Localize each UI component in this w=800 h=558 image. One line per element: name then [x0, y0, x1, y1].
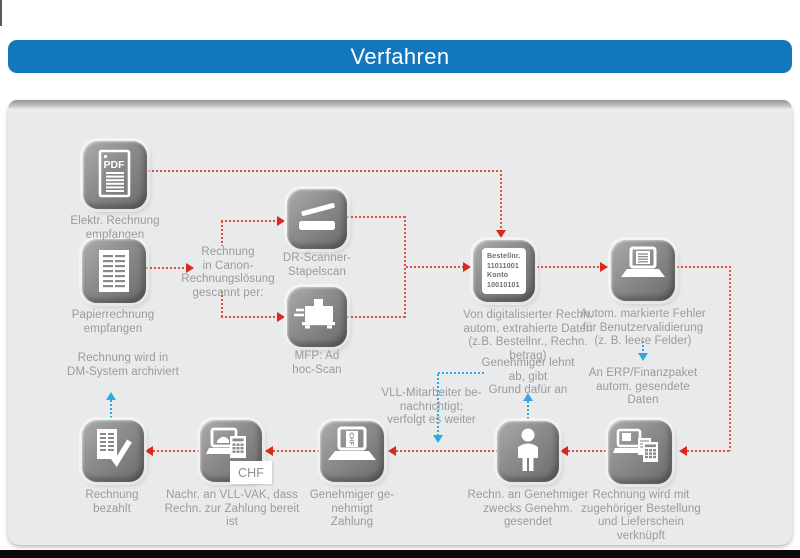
- node-tile-rechnung-bezahlt: [82, 420, 144, 482]
- arrowhead-up-icon: [106, 392, 116, 400]
- title-bar: Verfahren: [8, 40, 792, 73]
- dotted-segment: [568, 450, 608, 452]
- arrowhead-down-icon: [433, 435, 443, 443]
- label-nachricht-vll-vak: Nachr. an VLL-VAK, dass Rechn. zur Zahlu…: [164, 489, 300, 528]
- dotted-segment: [729, 266, 731, 451]
- dotted-segment: [221, 221, 223, 246]
- label-an-genehmiger: Rechn. an Genehmiger zwecks Genehm. gese…: [467, 489, 589, 528]
- dotted-segment: [438, 372, 486, 374]
- node-tile-mfp: [287, 287, 347, 347]
- dotted-segment: [527, 401, 529, 421]
- dotted-segment: [500, 170, 502, 231]
- label-papierrechnung: Papierrechnung empfangen: [71, 309, 155, 335]
- annotation-vll-mitarbeiter: VLL-Mitarbeiter be- nachrichtigt; verfol…: [381, 387, 482, 426]
- dotted-segment: [221, 316, 278, 318]
- dotted-segment: [406, 266, 464, 268]
- dotted-segment: [347, 316, 405, 318]
- dotted-segment: [110, 400, 112, 420]
- data-card-icon: Bestellnr. 11011001 Konto 10010101: [482, 248, 526, 294]
- dotted-segment: [146, 267, 187, 269]
- dotted-segment: [221, 291, 223, 317]
- node-tile-papierrechnung: [82, 239, 146, 303]
- arrowhead-right-icon: [277, 216, 285, 226]
- bottom-black-bar: [0, 550, 800, 558]
- label-verknuepfung: Rechnung wird mit zugehöriger Bestellung…: [581, 489, 701, 542]
- label-extrahierte-daten: Von digitalisierter Rechn. autom. extrah…: [463, 309, 593, 362]
- label-dr-scanner: DR-Scanner- Stapelscan: [282, 252, 352, 278]
- svg-text:CHF: CHF: [348, 432, 355, 445]
- left-edge-artifact: [0, 0, 2, 26]
- paper-invoice-icon: [99, 250, 129, 292]
- pdf-document-icon: PDF: [98, 149, 131, 198]
- laptop-linked-documents-icon: [613, 428, 658, 462]
- dotted-segment: [404, 216, 406, 318]
- arrowhead-right-icon: [186, 263, 194, 273]
- dotted-segment: [677, 266, 731, 268]
- dotted-segment: [273, 450, 320, 452]
- node-tile-elektr-rechnung: PDF: [83, 141, 147, 209]
- arrowhead-up-icon: [523, 393, 533, 401]
- node-tile-genehmigt-zahlung: CHF: [320, 421, 384, 482]
- node-tile-an-genehmiger: [497, 421, 559, 482]
- dotted-segment: [687, 450, 731, 452]
- node-tile-dr-scanner: [287, 189, 347, 249]
- label-mfp: MFP: Ad hoc-Scan: [292, 350, 342, 376]
- laptop-chf-icon: CHF: [328, 426, 376, 460]
- page-title: Verfahren: [350, 43, 450, 69]
- flatbed-scanner-icon: [299, 203, 335, 230]
- label-genehmigt-zahlung: Genehmiger ge- nehmigt Zahlung: [309, 489, 395, 528]
- dotted-segment: [396, 450, 497, 452]
- laptop-payment-icon: [206, 427, 246, 458]
- dotted-segment: [537, 266, 601, 268]
- dotted-segment: [347, 216, 405, 218]
- dotted-segment: [153, 450, 200, 452]
- dotted-segment: [437, 374, 439, 436]
- arrowhead-down-icon: [638, 353, 648, 361]
- annotation-scan-hint: Rechnung in Canon- Rechnungslösung gesca…: [181, 246, 275, 299]
- chf-currency-badge: CHF: [230, 461, 272, 484]
- arrowhead-left-icon: [145, 446, 153, 456]
- multifunction-printer-icon: [294, 299, 335, 329]
- dotted-segment: [642, 341, 644, 354]
- node-tile-extrahierte-daten: Bestellnr. 11011001 Konto 10010101: [473, 240, 535, 302]
- label-rechnung-bezahlt: Rechnung bezahlt: [85, 489, 139, 515]
- arrowhead-right-icon: [600, 262, 608, 272]
- chf-label: CHF: [238, 465, 264, 480]
- arrowhead-right-icon: [277, 312, 285, 322]
- label-markierte-fehler: Autom. markierte Fehler für Benutzervali…: [580, 308, 706, 347]
- invoice-check-icon: [97, 429, 132, 467]
- arrowhead-down-icon: [496, 230, 506, 238]
- card-line: Konto: [487, 272, 509, 279]
- arrowhead-left-icon: [679, 446, 687, 456]
- arrowhead-left-icon: [560, 446, 568, 456]
- arrowhead-left-icon: [265, 446, 273, 456]
- dotted-segment: [148, 170, 501, 172]
- annotation-erp-export: An ERP/Finanzpaket autom. gesendete Date…: [588, 367, 698, 406]
- arrowhead-right-icon: [463, 262, 471, 272]
- label-elektr-rechnung: Elektr. Rechnung empfangen: [70, 215, 160, 241]
- laptop-document-icon: [621, 246, 665, 277]
- card-line: 11011001: [487, 262, 519, 270]
- node-tile-markierte-fehler: [611, 240, 675, 301]
- svg-text:PDF: PDF: [104, 159, 126, 171]
- node-tile-verknuepfung: [608, 420, 672, 484]
- annotation-genehmiger-lehnt-ab: Genehmiger lehnt ab, gibt Grund dafür an: [481, 357, 575, 396]
- annotation-dm-archiv: Rechnung wird in DM-System archiviert: [67, 352, 179, 378]
- dotted-segment: [221, 220, 278, 222]
- card-line: 10010101: [487, 281, 520, 289]
- arrowhead-left-icon: [388, 446, 396, 456]
- person-icon: [518, 428, 538, 471]
- card-line: Bestellnr.: [487, 253, 521, 260]
